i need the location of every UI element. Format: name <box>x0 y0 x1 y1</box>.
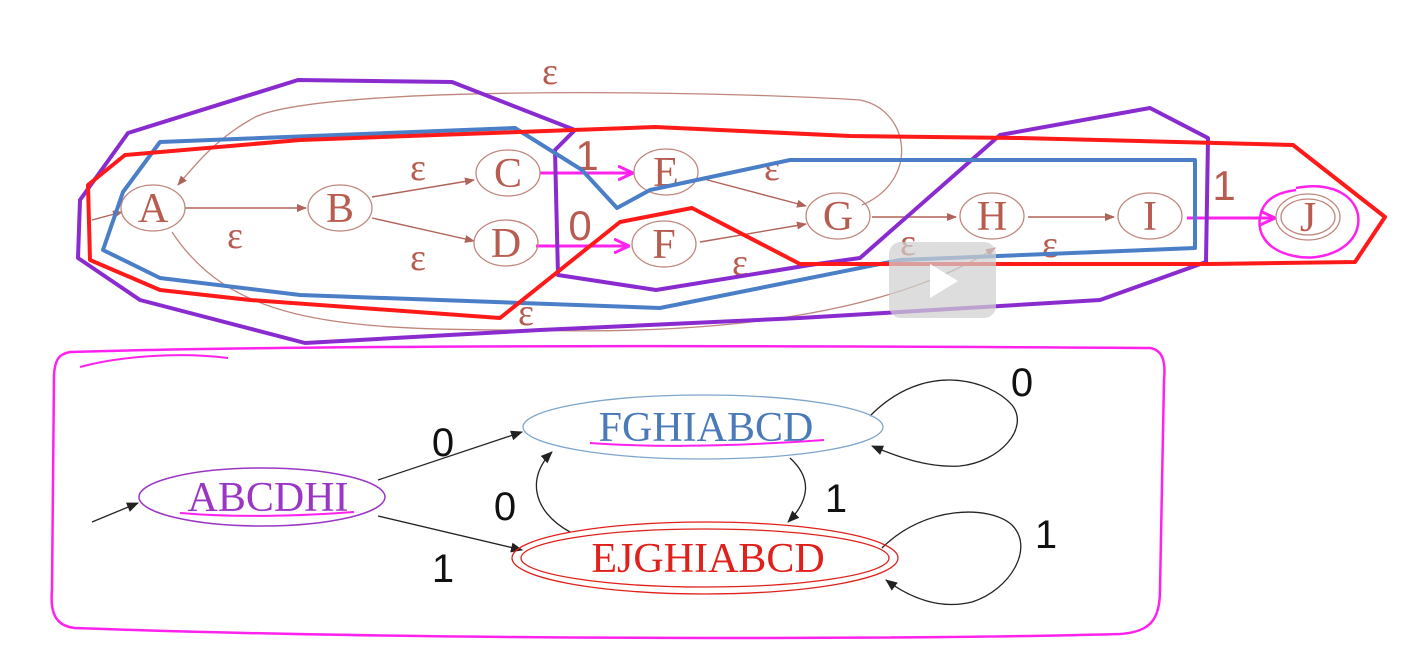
nfa-edge-b-to-c <box>371 177 475 198</box>
nfa-label-b-c: ε <box>410 147 426 189</box>
nfa-label-h-i: ε <box>1042 224 1058 266</box>
nfa-label-i-j: 1 <box>1212 162 1235 209</box>
nfa-label-c-e: 1 <box>575 132 598 179</box>
nfa-label-a-b: ε <box>227 215 243 257</box>
svg-text:J: J <box>1300 195 1316 241</box>
svg-text:I: I <box>1143 194 1157 240</box>
svg-text:F: F <box>652 222 675 268</box>
svg-text:D: D <box>491 221 521 267</box>
svg-text:A: A <box>138 186 169 232</box>
nfa-edge-e-to-g <box>699 177 807 208</box>
nfa-edge-f-to-g <box>699 221 807 243</box>
dfa-label-f-loop: 0 <box>1011 361 1033 405</box>
dfa-label-start-f: 0 <box>432 421 454 465</box>
closure-outline-red <box>86 125 1387 320</box>
dfa-edge-e-to-f <box>535 451 571 533</box>
dfa-label-e-loop: 1 <box>1035 513 1057 557</box>
nfa-label-g-a: ε <box>542 51 558 93</box>
dfa-state-f-underline <box>589 439 825 447</box>
play-icon <box>930 264 958 298</box>
closure-annotations <box>76 78 1387 345</box>
closure-outline-blue <box>101 126 1197 310</box>
dfa-state-e[interactable]: EJGHIABCD <box>511 521 899 595</box>
dfa-edge-start-to-f <box>377 430 523 481</box>
nfa-state-d: D <box>473 219 539 267</box>
nfa-edge-g-to-a-epsilon <box>177 91 903 206</box>
nfa-state-b: B <box>307 184 373 232</box>
nfa-state-a: A <box>120 184 186 232</box>
dfa-edge-start-to-e <box>377 515 523 553</box>
dfa-frame-scribble <box>79 354 229 368</box>
dfa-state-start: ABCDHI <box>138 467 386 527</box>
dfa-frame <box>50 344 1166 640</box>
closure-outline-pink-j <box>1258 185 1360 259</box>
dfa-loop-e <box>881 511 1022 606</box>
dfa-label-e-f: 0 <box>494 485 516 529</box>
dfa-start-arrow <box>91 502 139 523</box>
svg-text:EJGHIABCD: EJGHIABCD <box>591 536 824 582</box>
svg-text:G: G <box>823 194 853 240</box>
dfa-label-f-e: 1 <box>825 477 847 521</box>
dfa-loop-f <box>869 379 1018 467</box>
nfa-state-e: E <box>633 148 699 196</box>
dfa-label-start-e: 1 <box>432 547 454 591</box>
svg-text:B: B <box>326 186 354 232</box>
nfa-label-d-f: 0 <box>568 202 591 249</box>
play-button[interactable] <box>889 242 996 318</box>
nfa-label-f-g: ε <box>732 242 748 284</box>
closure-outline-purple <box>76 78 1210 345</box>
nfa-state-j: J <box>1275 193 1341 241</box>
nfa-state-c: C <box>475 149 541 197</box>
svg-text:C: C <box>494 151 522 197</box>
nfa-edge-b-to-d <box>371 217 475 243</box>
dfa-diagram: ABCDHI FGHIABCD EJGHIABCD 0 1 0 1 0 1 <box>50 344 1166 640</box>
nfa-label-e-g: ε <box>764 147 780 189</box>
nfa-label-b-d: ε <box>410 237 426 279</box>
dfa-edge-f-to-e <box>787 457 807 523</box>
nfa-state-h: H <box>959 192 1025 240</box>
dfa-state-f: FGHIABCD <box>522 394 884 460</box>
dfa-state-start-underline <box>179 511 355 517</box>
nfa-state-f: F <box>631 220 697 268</box>
nfa-state-g: G <box>805 192 871 240</box>
nfa-diagram: A B C D E F G H <box>91 51 1341 334</box>
nfa-state-i: I <box>1117 192 1183 240</box>
svg-text:H: H <box>977 194 1007 240</box>
